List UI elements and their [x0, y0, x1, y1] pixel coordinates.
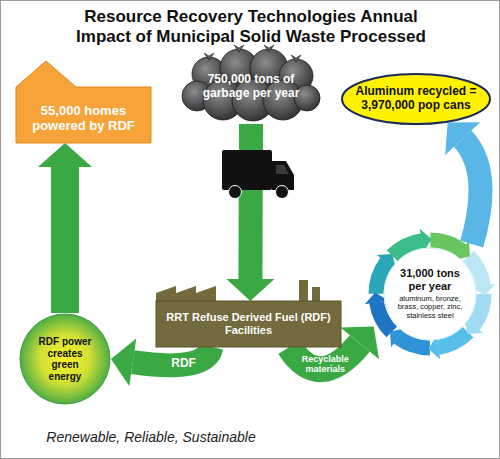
node-text: 55,000 homes powered by RDF: [28, 103, 140, 134]
node-text: aluminum, bronze, brass, copper, zinc, s…: [390, 295, 470, 321]
energy-circle: RDF power creates green energy: [19, 313, 111, 405]
diagram-title: Resource Recovery Technologies Annual Im…: [21, 7, 481, 48]
garbage-cloud-node: 750,000 tons of garbage per year: [181, 46, 321, 124]
roof-sawtooth: [156, 286, 216, 302]
arrow-head: [226, 279, 274, 301]
recycling-circle: 31,000 tons per year aluminum, bronze, br…: [365, 229, 495, 359]
smokestack: [299, 280, 308, 302]
edge-label: Recyclable materials: [296, 355, 354, 374]
truck-wheel: [229, 186, 242, 199]
arrow-shaft: [463, 139, 481, 245]
arrow-head: [111, 338, 136, 385]
node-text: 31,000 tons per year: [390, 267, 470, 291]
arrow-head: [38, 143, 92, 167]
facility-box: RRT Refuse Derived Fuel (RDF) Facilities: [156, 301, 341, 347]
factory-roof: [156, 280, 320, 302]
arrow-shaft: [238, 124, 263, 279]
edge-label: RDF: [164, 357, 204, 370]
truck-wheel: [276, 186, 289, 199]
flow-arrow: [445, 122, 480, 244]
smokestack: [312, 287, 320, 302]
truck-window: [276, 165, 289, 174]
result-ellipse: Aluminum recycled = 3,970,000 pop cans: [341, 73, 491, 125]
node-text: RDF power creates green energy: [34, 336, 96, 382]
truck-body: [222, 150, 272, 190]
garbage-truck: [222, 150, 294, 199]
house-node: 55,000 homes powered by RDF: [16, 59, 151, 143]
node-text: RRT Refuse Derived Fuel (RDF) Facilities: [166, 311, 331, 337]
node-text: 750,000 tons of garbage per year: [199, 73, 303, 101]
arrow-shaft: [51, 167, 79, 313]
node-text: Aluminum recycled = 3,970,000 pop cans: [349, 85, 484, 113]
diagram-caption: Renewable, Reliable, Sustainable: [31, 429, 271, 445]
arrow-head: [445, 122, 480, 155]
flow-arrow: [38, 143, 92, 313]
